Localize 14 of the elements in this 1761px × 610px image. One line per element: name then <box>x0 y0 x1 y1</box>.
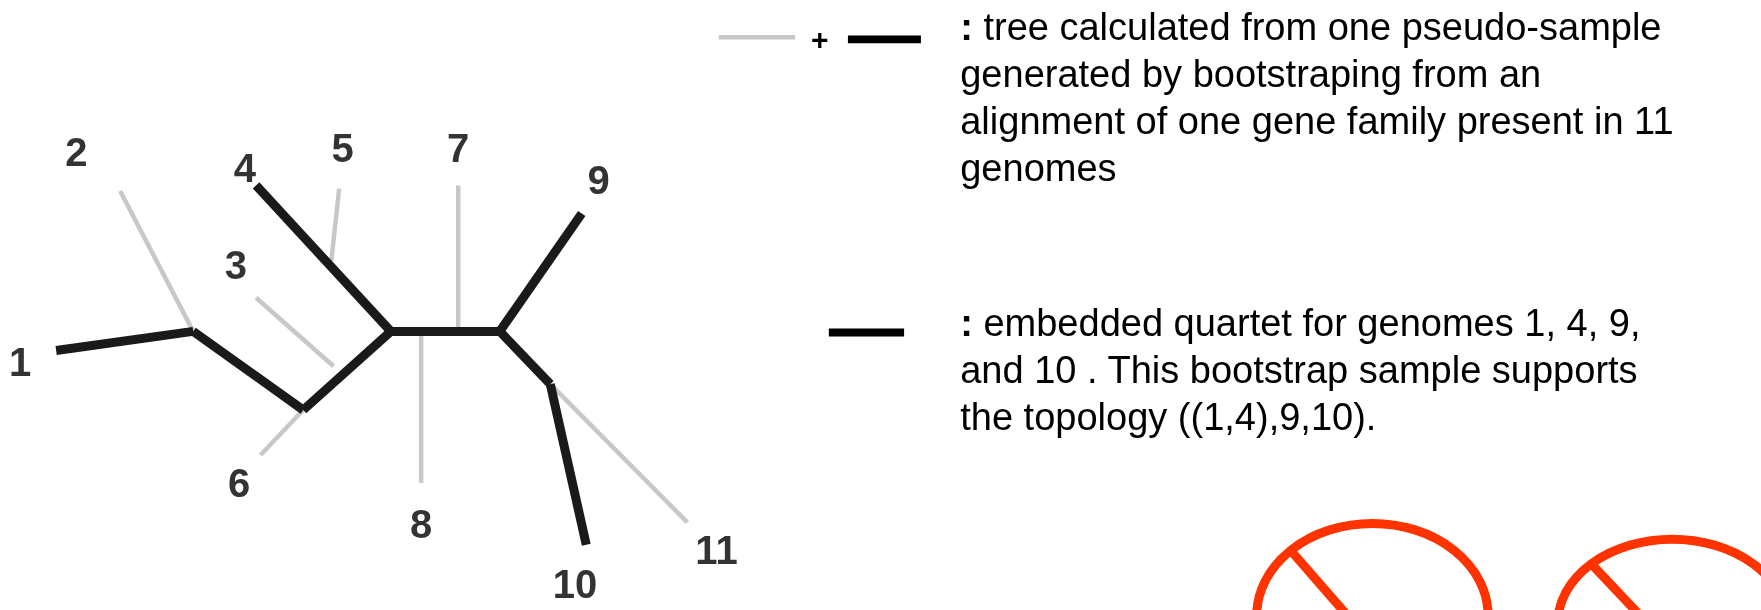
legend-text: : embedded quartet for genomes 1, 4, 9, and 10 . This bootstrap sample supports the topology ((1,4),9,10). <box>960 300 1642 440</box>
leaf-label: 6 <box>228 462 251 503</box>
leaf-label: 8 <box>410 504 433 545</box>
leaf-label: 10 <box>552 564 598 604</box>
leaf-label: 2 <box>65 131 88 172</box>
leaf-label: 7 <box>447 128 470 169</box>
leaf-label: 11 <box>695 530 738 571</box>
leaf-label: 9 <box>587 159 610 200</box>
leaf-label: 4 <box>233 148 256 189</box>
legend-text: : tree calculated from one pseudo-sample generated by bootstraping from an alignment of one gene family present in 11 genomes <box>960 5 1675 192</box>
leaf-label: 1 <box>9 341 32 382</box>
leaf-label: 3 <box>224 245 247 286</box>
leaf-label: 5 <box>331 128 354 169</box>
plus-sign: + <box>811 25 829 56</box>
